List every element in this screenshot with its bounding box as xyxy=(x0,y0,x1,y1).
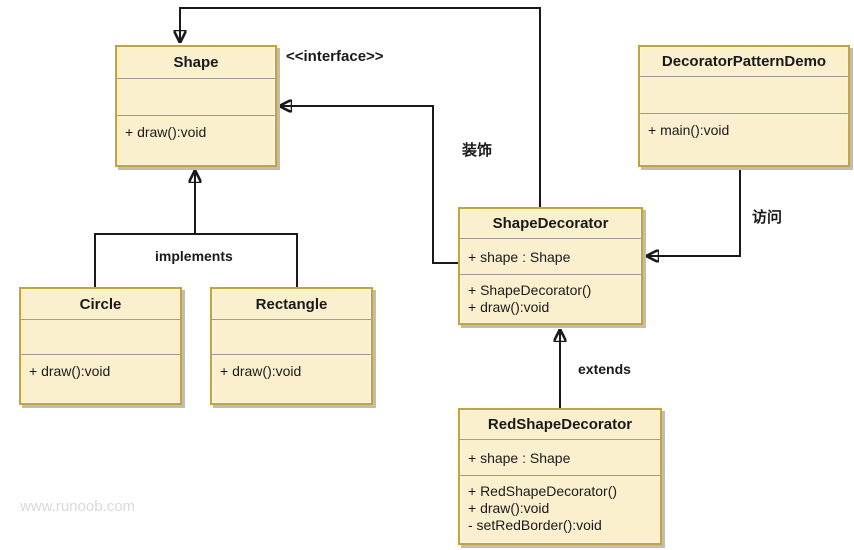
interface-stereotype-label: <<interface>> xyxy=(286,48,384,65)
method-line: - setRedBorder():void xyxy=(468,517,602,533)
class-title: Rectangle xyxy=(212,289,371,320)
class-attributes xyxy=(212,320,371,355)
method-line: + draw():void xyxy=(29,363,111,379)
class-attributes: + shape : Shape xyxy=(460,440,660,476)
connector-decorate-association xyxy=(281,106,458,264)
decorate-label: 装饰 xyxy=(462,142,493,159)
class-box-red-shape-decorator: RedShapeDecorator + shape : Shape + RedS… xyxy=(458,408,662,545)
class-title: RedShapeDecorator xyxy=(460,410,660,440)
connector-access-arrow xyxy=(648,167,741,256)
class-methods: + draw():void xyxy=(117,116,275,165)
extends-label: extends xyxy=(578,361,631,377)
class-methods: + draw():void xyxy=(21,355,180,403)
class-methods: + ShapeDecorator() + draw():void xyxy=(460,275,641,323)
class-attributes xyxy=(117,79,275,116)
method-line: + draw():void xyxy=(220,363,302,379)
class-methods: + RedShapeDecorator() + draw():void - se… xyxy=(460,476,660,543)
class-box-circle: Circle + draw():void xyxy=(19,287,182,405)
class-box-shape: Shape + draw():void xyxy=(115,45,277,167)
class-title: DecoratorPatternDemo xyxy=(640,47,848,77)
watermark-text: www.runoob.com xyxy=(20,498,136,515)
method-line: + draw():void xyxy=(468,500,550,516)
method-line: + ShapeDecorator() xyxy=(468,282,592,298)
class-title: Circle xyxy=(21,289,180,320)
method-line: + draw():void xyxy=(125,124,207,140)
attribute-line: + shape : Shape xyxy=(468,248,571,265)
class-attributes xyxy=(640,77,848,114)
class-title: Shape xyxy=(117,47,275,79)
class-attributes xyxy=(21,320,180,355)
class-box-shape-decorator: ShapeDecorator + shape : Shape + ShapeDe… xyxy=(458,207,643,325)
method-line: + RedShapeDecorator() xyxy=(468,483,618,499)
method-line: + main():void xyxy=(648,122,730,138)
class-methods: + main():void xyxy=(640,114,848,165)
class-title: ShapeDecorator xyxy=(460,209,641,239)
class-box-rectangle: Rectangle + draw():void xyxy=(210,287,373,405)
class-box-decorator-pattern-demo: DecoratorPatternDemo + main():void xyxy=(638,45,850,167)
class-attributes: + shape : Shape xyxy=(460,239,641,275)
method-line: + draw():void xyxy=(468,299,550,315)
class-methods: + draw():void xyxy=(212,355,371,403)
implements-label: implements xyxy=(155,248,233,264)
access-label: 访问 xyxy=(752,209,783,226)
attribute-line: + shape : Shape xyxy=(468,449,571,466)
